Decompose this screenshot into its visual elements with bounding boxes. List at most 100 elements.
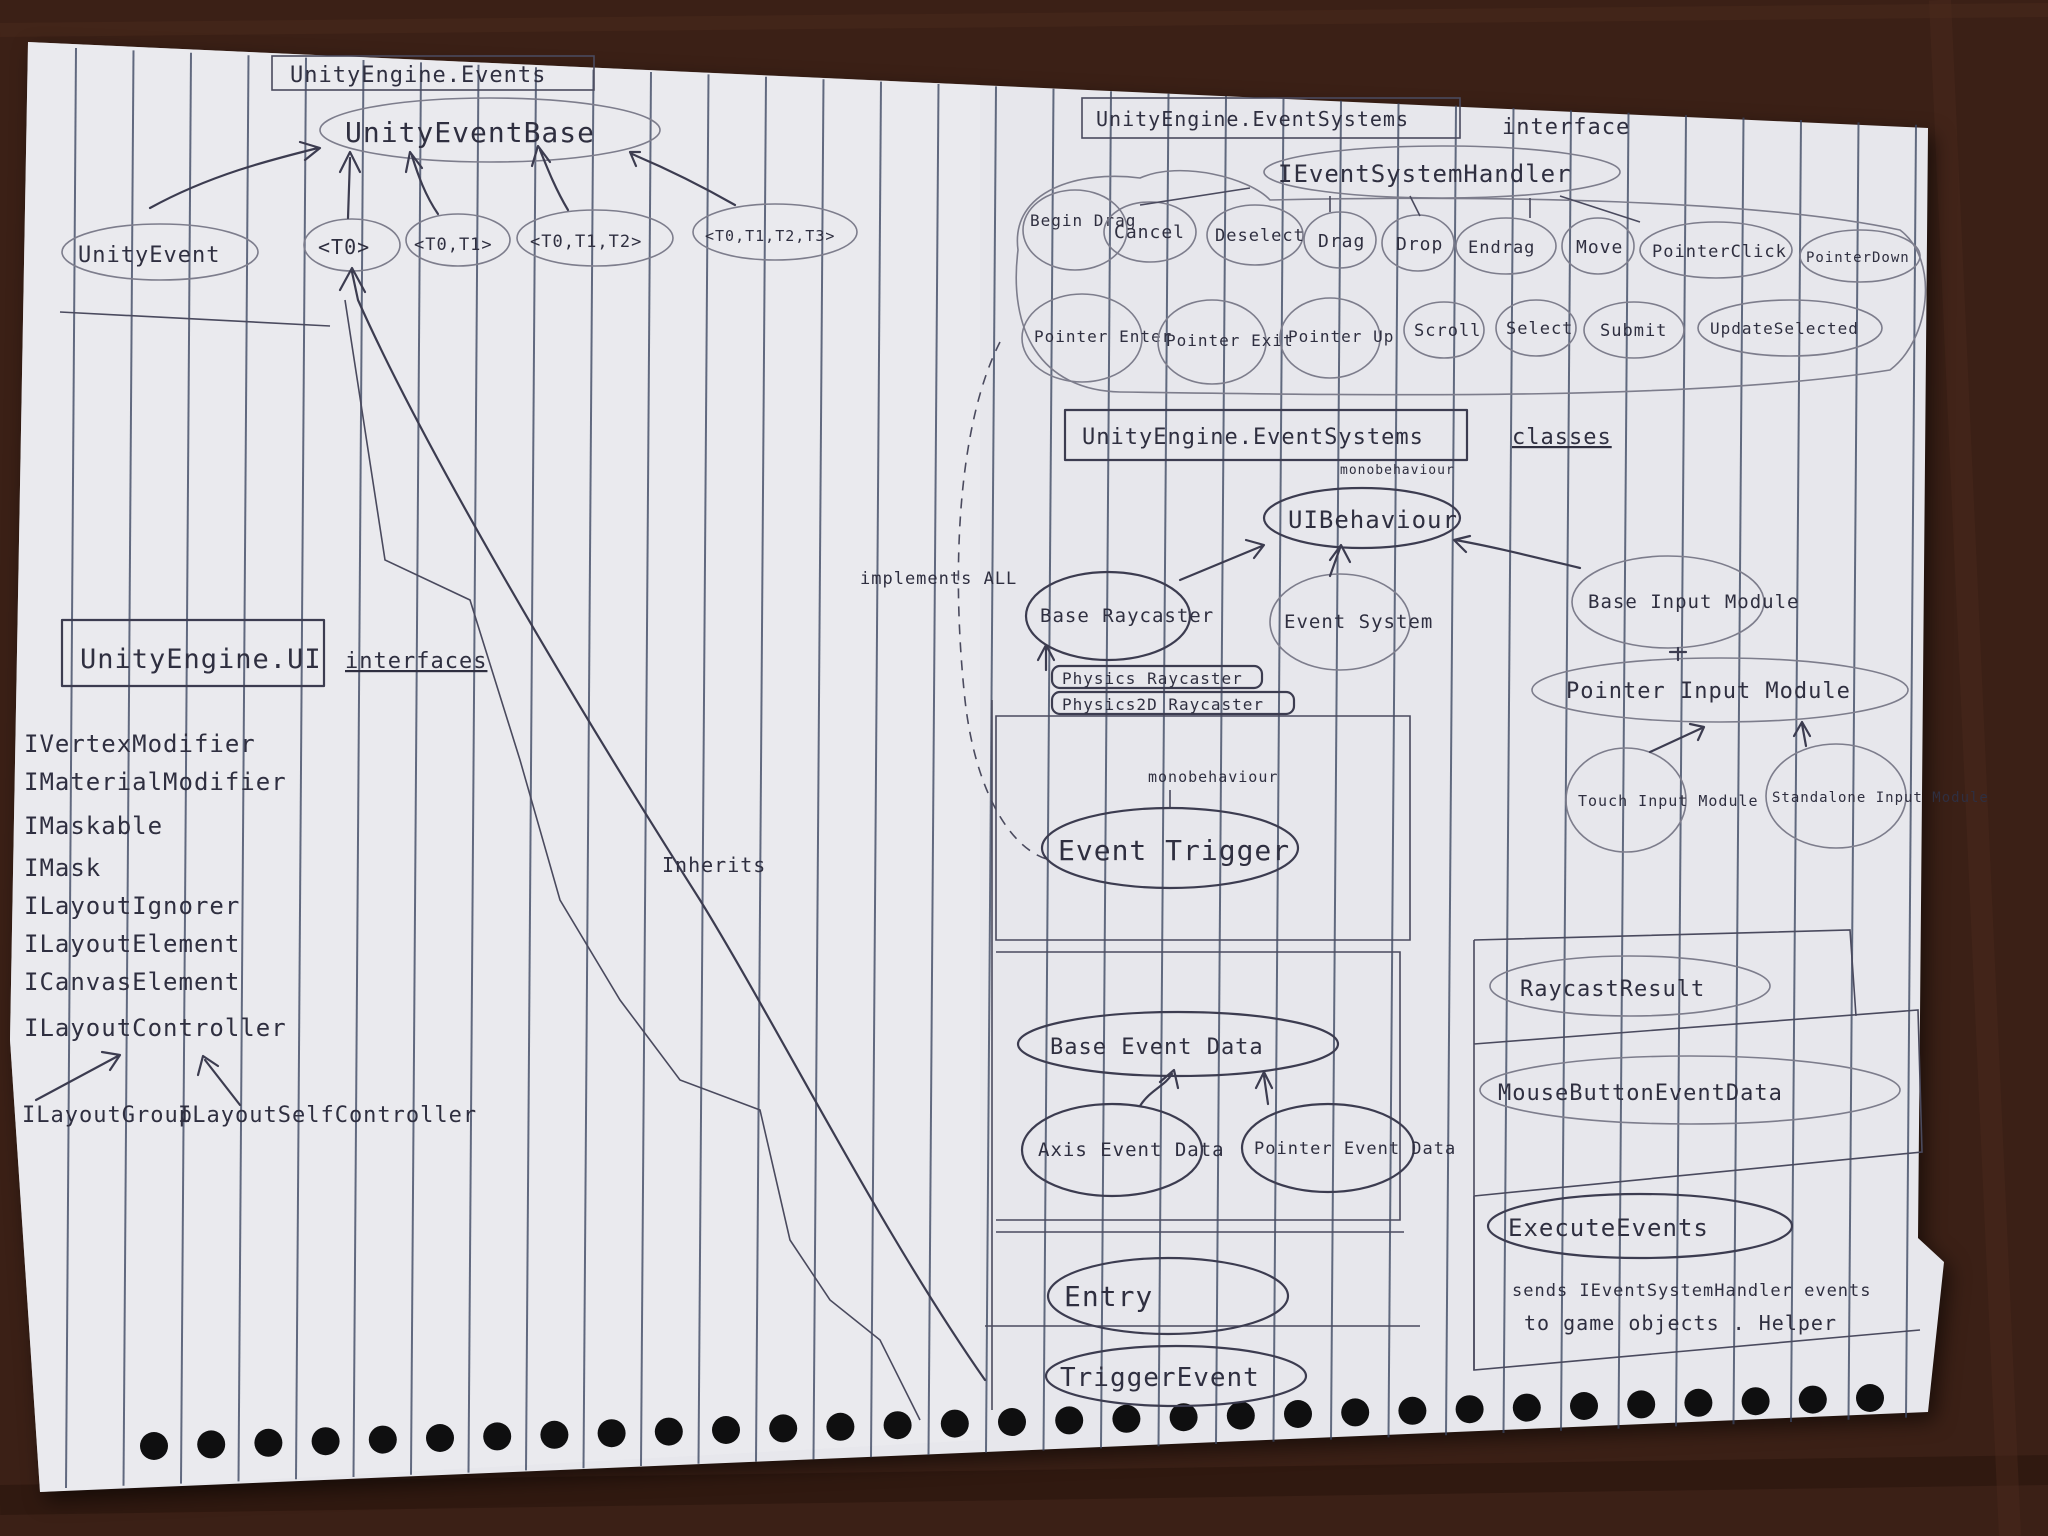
handler-updateselected-node <box>1697 299 1883 357</box>
ruling-line <box>1732 117 1745 1425</box>
handler-move-node <box>1561 217 1635 275</box>
ruling-line <box>582 69 595 1469</box>
punch-hole <box>197 1430 226 1459</box>
arrow-layoutselfcontroller <box>196 1054 242 1107</box>
ruling-line <box>1560 110 1572 1431</box>
arrow-t0t1-to-base <box>404 150 440 216</box>
classes-namespace-title: UnityEngine.EventSystems <box>1082 425 1424 450</box>
ruling-line <box>1272 98 1285 1442</box>
ruling-line <box>122 50 135 1486</box>
punch-hole <box>1284 1400 1312 1428</box>
punch-hole <box>540 1420 569 1449</box>
baseeventdata-label: Base Event Data <box>1050 1035 1264 1060</box>
ui-namespace-box <box>60 618 326 688</box>
raycastresult-node <box>1489 955 1771 1017</box>
handler-pointerexit-node <box>1157 299 1267 385</box>
handler-begindrag-node <box>1022 189 1128 271</box>
handler-pointerenter-label: Pointer Enter <box>1034 327 1172 346</box>
handler-pointerclick-label: PointerClick <box>1652 242 1787 262</box>
ruling-line <box>525 67 537 1471</box>
punch-hole <box>597 1419 626 1448</box>
layout-self-controller-label: ILayoutSelfController <box>178 1103 477 1128</box>
ruling-line <box>180 52 192 1484</box>
handler-cancel-node <box>1103 201 1197 263</box>
handler-pointerdown-label: PointerDown <box>1806 250 1910 266</box>
pointerinputmodule-label: Pointer Input Module <box>1566 679 1851 704</box>
arrow-t0t1t2t3-to-base <box>628 150 737 207</box>
arrow-inputmodule-to-uibehaviour <box>1452 534 1582 570</box>
handler-endrag-label: Endrag <box>1468 238 1535 258</box>
eventtrigger-monobehaviour-note: monobehaviour <box>1148 768 1278 786</box>
handler-move-label: Move <box>1576 237 1623 258</box>
ruling-line <box>1445 105 1457 1436</box>
unityeventbase-node <box>319 97 661 163</box>
standaloneinputmodule-node <box>1765 743 1907 849</box>
stray-mark <box>59 311 331 327</box>
physics2draycaster-label: Physics2D Raycaster <box>1062 695 1264 714</box>
t0-t1-label: <T0,T1> <box>414 235 493 255</box>
ieventsystemhandler-label: IEventSystemHandler <box>1278 160 1572 188</box>
handler-select-node <box>1495 299 1577 357</box>
ui-interface-3: IMask <box>24 854 101 882</box>
ruling-line <box>1100 91 1112 1449</box>
punch-hole <box>1570 1392 1598 1420</box>
baseinputmodule-node <box>1571 555 1765 649</box>
pointerinputmodule-node <box>1531 657 1909 723</box>
t0-label: <T0> <box>318 235 370 259</box>
ui-interface-4: ILayoutIgnorer <box>24 892 240 920</box>
punch-hole <box>1169 1403 1198 1432</box>
ruling-line <box>927 83 940 1456</box>
punch-hole <box>426 1424 454 1452</box>
handler-pointerdown-node <box>1799 229 1921 283</box>
punch-hole <box>1112 1404 1141 1433</box>
handler-pointerup-node <box>1279 297 1381 379</box>
raycastresult-label: RaycastResult <box>1520 977 1705 1002</box>
eventsystem-node <box>1269 573 1411 671</box>
layout-group-label: ILayoutGroup <box>22 1103 193 1128</box>
right-page: UnityEngine.EventSystems interface IEven… <box>985 97 1988 1410</box>
handler-deselect-node <box>1206 204 1304 266</box>
ruling-line <box>352 59 365 1478</box>
eventsystems-namespace-title: UnityEngine.EventSystems <box>1096 107 1409 131</box>
eventtrigger-label: Event Trigger <box>1058 834 1290 867</box>
handler-drop-label: Drop <box>1396 234 1443 255</box>
punch-hole <box>1627 1390 1656 1419</box>
t0-t1-t2-t3-label: <T0,T1,T2,T3> <box>705 227 835 245</box>
monobehaviour-note: monobehaviour <box>1340 463 1455 478</box>
ui-interface-5: ILayoutElement <box>24 930 240 958</box>
baseraycaster-label: Base Raycaster <box>1040 605 1214 627</box>
handler-begindrag-label: Begin Drag <box>1030 211 1136 230</box>
punch-hole <box>826 1412 855 1441</box>
ruling-line <box>295 57 307 1480</box>
implements-dashed-curve <box>957 341 1051 861</box>
handler-select-label: Select <box>1506 319 1573 339</box>
handler-cancel-label: Cancel <box>1114 222 1185 243</box>
handler-drop-node <box>1381 214 1455 272</box>
interface-label: interface <box>1502 115 1630 140</box>
triggerevent-label: TriggerEvent <box>1060 1363 1260 1393</box>
t0-t1-t2-node <box>516 209 674 267</box>
axiseventdata-label: Axis Event Data <box>1038 1139 1225 1161</box>
ruling-line <box>237 55 250 1482</box>
axiseventdata-node <box>1020 1102 1204 1198</box>
inherits-step-line <box>344 299 921 1421</box>
eventsystems-namespace-box <box>1081 97 1461 139</box>
punch-hole <box>769 1414 798 1443</box>
interfaces-label: interfaces <box>345 649 487 674</box>
punch-hole <box>254 1428 283 1457</box>
punch-hole <box>1856 1384 1884 1412</box>
punch-hole <box>654 1417 683 1446</box>
ui-interface-6: ICanvasElement <box>24 968 240 996</box>
punch-hole <box>1226 1401 1255 1430</box>
handler-drag-node <box>1303 211 1377 269</box>
executeevents-node <box>1486 1192 1794 1260</box>
arrow-eventsystem-to-uibehaviour <box>1328 543 1352 578</box>
punch-hole <box>483 1422 512 1451</box>
arrow-handlers-to-root <box>1139 187 1641 223</box>
ui-interface-2: IMaskable <box>24 812 163 840</box>
ruling-line <box>985 86 997 1453</box>
inherits-arrow <box>338 266 987 1382</box>
ruling-line <box>65 47 77 1489</box>
entry-node <box>1046 1256 1290 1336</box>
page-rulings <box>65 47 1917 1489</box>
